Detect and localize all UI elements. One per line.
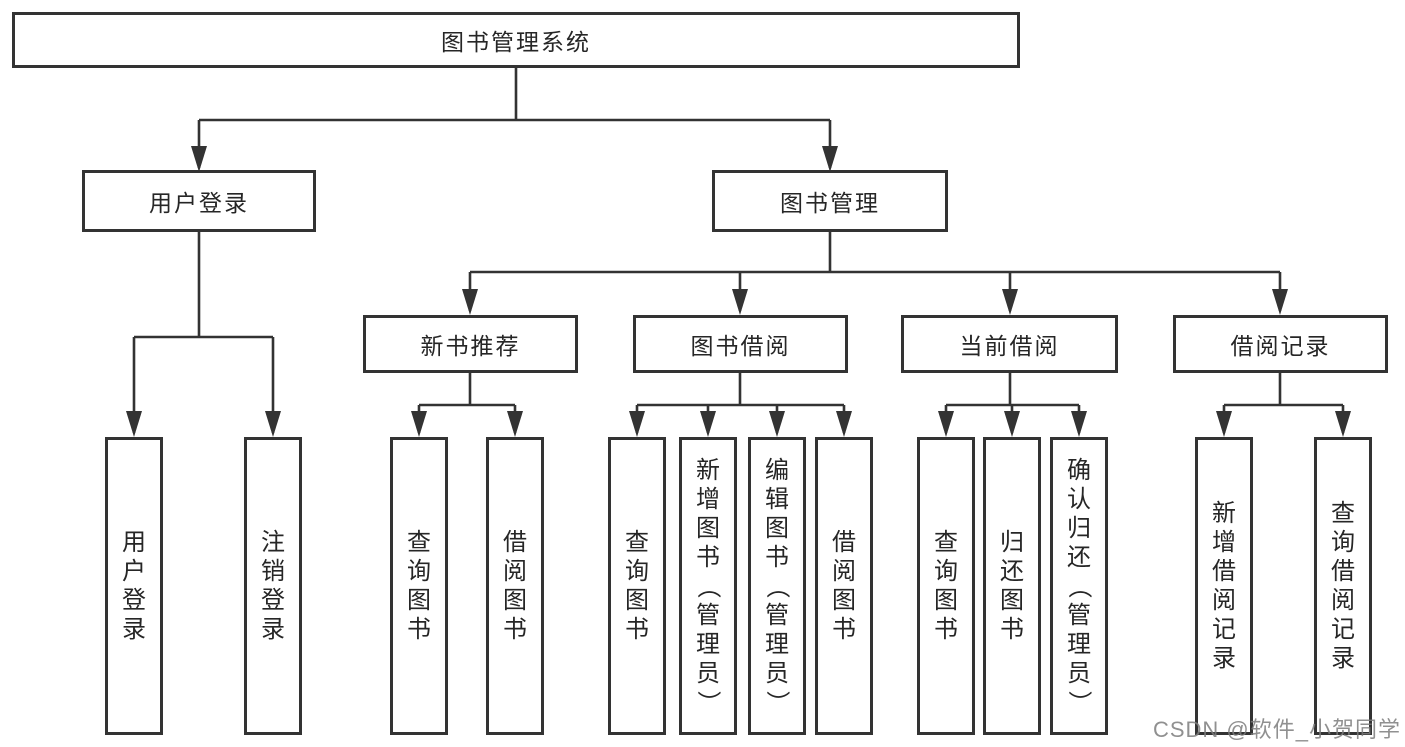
node-label: 确认归还（管理员） [1065, 456, 1093, 715]
node-label: 用户登录 [122, 529, 146, 643]
node-current-borrowing: 当前借阅 [901, 315, 1118, 373]
arrowhead-icon [462, 289, 478, 315]
arrowhead-icon [1071, 411, 1087, 437]
node-library-management-system: 图书管理系统 [12, 12, 1020, 68]
arrowhead-icon [265, 411, 281, 437]
node-leaf-borrow-books-recommend: 借阅图书 [486, 437, 544, 735]
arrowhead-icon [629, 411, 645, 437]
arrowhead-icon [1216, 411, 1232, 437]
arrowhead-icon [1335, 411, 1351, 437]
arrowhead-icon [732, 289, 748, 315]
arrowhead-icon [411, 411, 427, 437]
node-label: 查询图书 [934, 529, 958, 643]
arrowhead-icon [938, 411, 954, 437]
node-leaf-user-login: 用户登录 [105, 437, 163, 735]
node-label: 借阅图书 [832, 529, 856, 643]
node-label: 新增图书（管理员） [694, 456, 722, 715]
arrowhead-icon [836, 411, 852, 437]
node-leaf-add-books-admin: 新增图书（管理员） [679, 437, 737, 735]
node-label: 借阅图书 [503, 529, 527, 643]
node-label: 注销登录 [261, 529, 285, 643]
arrowhead-icon [191, 146, 207, 172]
node-label: 借阅记录 [1230, 333, 1331, 359]
arrowhead-icon [1272, 289, 1288, 315]
node-label: 用户登录 [149, 190, 249, 216]
arrowhead-icon [1004, 411, 1020, 437]
node-new-book-recommend: 新书推荐 [363, 315, 578, 373]
node-label: 图书管理系统 [441, 29, 591, 55]
node-leaf-query-books-current: 查询图书 [917, 437, 975, 735]
node-label: 查询借阅记录 [1331, 500, 1355, 672]
node-label: 当前借阅 [959, 333, 1060, 359]
node-leaf-edit-books-admin: 编辑图书（管理员） [748, 437, 806, 735]
node-leaf-confirm-return-admin: 确认归还（管理员） [1050, 437, 1108, 735]
node-label: 归还图书 [1000, 529, 1024, 643]
node-book-management: 图书管理 [712, 170, 948, 232]
node-leaf-query-books-borrowing: 查询图书 [608, 437, 666, 735]
node-label: 编辑图书（管理员） [763, 456, 791, 715]
node-leaf-query-books-recommend: 查询图书 [390, 437, 448, 735]
csdn-watermark: CSDN @软件_小贺同学 [1152, 717, 1401, 742]
node-user-login: 用户登录 [82, 170, 316, 232]
arrowhead-icon [126, 411, 142, 437]
node-label: 查询图书 [625, 529, 649, 643]
node-label: 新增借阅记录 [1212, 500, 1236, 672]
node-label: 图书管理 [780, 190, 880, 216]
arrowhead-icon [507, 411, 523, 437]
node-label: 查询图书 [407, 529, 431, 643]
arrowhead-icon [822, 146, 838, 172]
node-leaf-borrow-books-borrowing: 借阅图书 [815, 437, 873, 735]
node-label: 图书借阅 [690, 333, 791, 359]
node-book-borrowing: 图书借阅 [633, 315, 848, 373]
node-leaf-add-borrow-record: 新增借阅记录 [1195, 437, 1253, 735]
node-leaf-query-borrow-record: 查询借阅记录 [1314, 437, 1372, 735]
node-label: 新书推荐 [420, 333, 521, 359]
arrowhead-icon [700, 411, 716, 437]
arrowhead-icon [769, 411, 785, 437]
node-leaf-logout: 注销登录 [244, 437, 302, 735]
arrowhead-icon [1002, 289, 1018, 315]
node-borrowing-records: 借阅记录 [1173, 315, 1388, 373]
node-leaf-return-books: 归还图书 [983, 437, 1041, 735]
